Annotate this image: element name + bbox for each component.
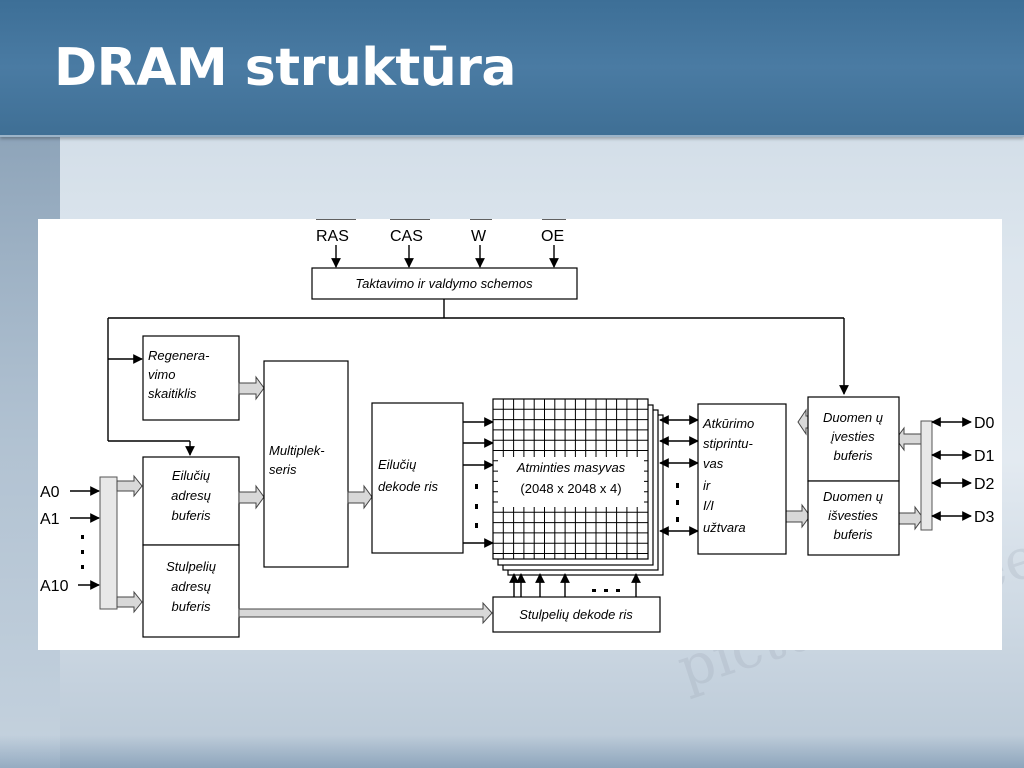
refresh-counter-line-3: skaitiklis (148, 386, 197, 401)
dram-block-diagram: RAS CAS W OE Taktavimo ir valdymo schemo… (40, 219, 995, 638)
multiplexer-line-1: Multiplek- (269, 443, 325, 458)
ras-label: RAS (316, 228, 349, 245)
refresh-counter-line-1: Regenera- (148, 348, 210, 363)
title-bar: DRAM struktūra (0, 0, 1024, 137)
data-pin-d1: D1 (974, 448, 995, 465)
dram-diagram-panel: RAS CAS W OE Taktavimo ir valdymo schemo… (38, 219, 1002, 650)
data-output-buffer-line-3: buferis (833, 527, 873, 542)
column-decoder-outputs (509, 573, 641, 597)
control-wires (107, 299, 849, 456)
data-pin-d2: D2 (974, 476, 995, 493)
row-decoder-outputs (463, 417, 494, 548)
mux-to-decoder-arrow (347, 484, 373, 510)
oe-label: OE (541, 228, 564, 245)
refresh-counter-line-2: vimo (148, 367, 175, 382)
data-pin-d0: D0 (974, 415, 995, 432)
address-pins: A0 A1 A10 (40, 484, 100, 595)
column-decoder-block (492, 596, 661, 633)
sense-amp-line-1: Atkūrimo (702, 416, 754, 431)
data-output-buffer-block (807, 480, 900, 556)
sense-amp-line-3: vas (703, 456, 724, 471)
memory-array-line-2: (2048 x 2048 x 4) (520, 481, 621, 496)
w-label: W (471, 228, 487, 245)
data-input-buffer-line-2: įvesties (830, 429, 875, 444)
column-address-buffer-line-1: Stulpelių (166, 559, 216, 574)
row-decoder-line-2: dekode ris (378, 479, 438, 494)
address-input-bus (99, 476, 118, 610)
address-pin-a1: A1 (40, 511, 60, 528)
column-decoder-label: Stulpelių dekode ris (519, 607, 633, 622)
row-decoder-line-1: Eilučių (378, 457, 416, 472)
refresh-counter-block (142, 335, 240, 421)
row-address-buffer-block (142, 456, 240, 546)
sense-amp-line-6: užtvara (703, 520, 746, 535)
bottom-band (0, 735, 1024, 768)
row-address-buffer-line-2: adresų (171, 488, 211, 503)
data-output-buffer-line-1: Duomen ų (823, 489, 883, 504)
sense-amp-line-5: I/I (703, 498, 714, 513)
slide-title: DRAM struktūra (54, 38, 516, 98)
control-inputs: RAS CAS W OE (316, 219, 566, 268)
bus-arrows (116, 375, 924, 625)
sense-amp-block (697, 403, 787, 555)
data-input-buffer-line-3: buferis (833, 448, 873, 463)
sense-amp-line-4: ir (703, 478, 711, 493)
row-address-buffer-line-3: buferis (171, 508, 211, 523)
sense-amp-line-2: stiprintu- (703, 436, 754, 451)
data-output-buffer-line-2: išvesties (828, 508, 878, 523)
column-address-buffer-line-2: adresų (171, 579, 211, 594)
array-sense-links (659, 415, 699, 536)
cas-label: CAS (390, 228, 423, 245)
multiplexer-line-2: seris (269, 462, 297, 477)
timing-control-label: Taktavimo ir valdymo schemos (355, 276, 533, 291)
address-pin-a0: A0 (40, 484, 60, 501)
row-address-buffer-line-1: Eilučių (172, 468, 210, 483)
data-bus (920, 420, 933, 531)
memory-array-line-1: Atminties masyvas (516, 460, 626, 475)
data-input-buffer-line-1: Duomen ų (823, 410, 883, 425)
address-pin-a10: A10 (40, 578, 69, 595)
memory-array (492, 398, 664, 576)
multiplexer-block (263, 360, 349, 568)
column-address-buffer-block (142, 544, 240, 638)
data-pins: D0 D1 D2 D3 (931, 415, 995, 526)
column-address-buffer-line-3: buferis (171, 599, 211, 614)
data-pin-d3: D3 (974, 509, 995, 526)
row-decoder-block (371, 402, 464, 554)
